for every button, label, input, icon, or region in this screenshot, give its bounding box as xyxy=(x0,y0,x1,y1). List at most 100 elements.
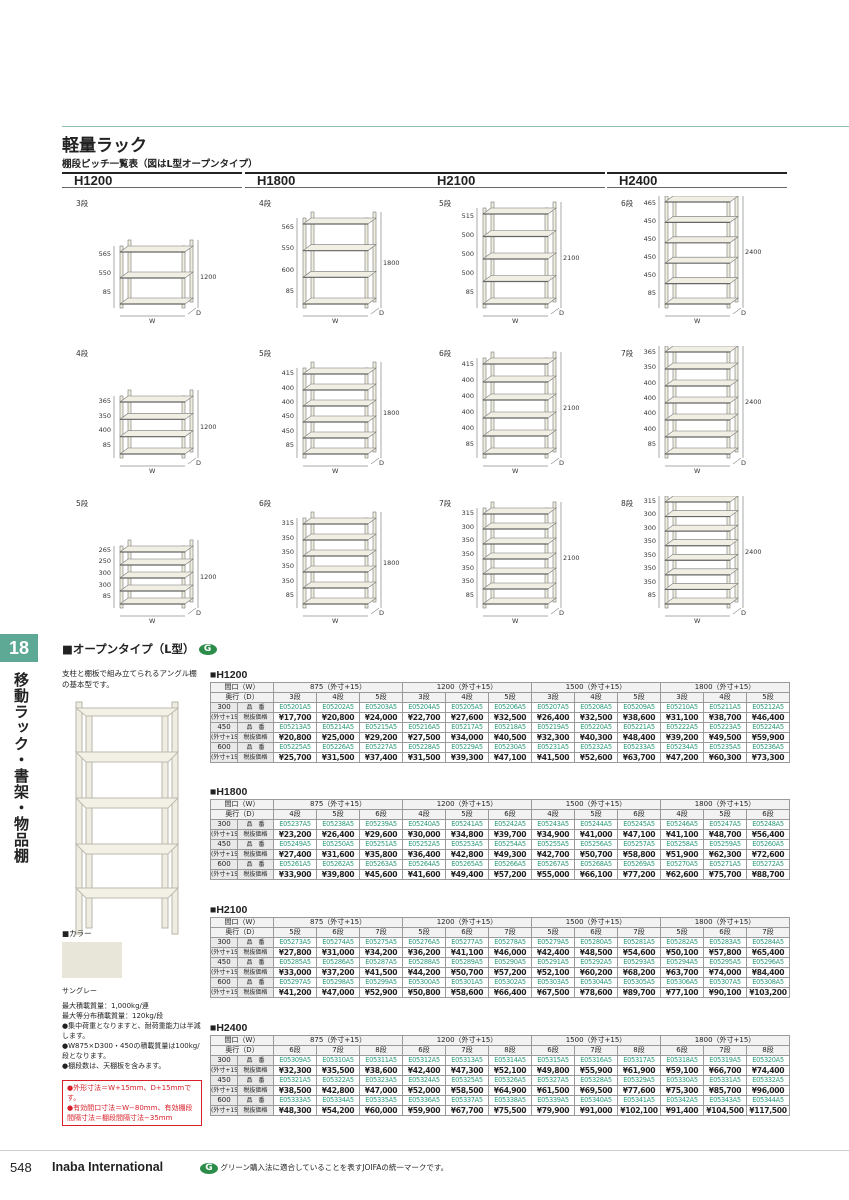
color-label: ■カラー xyxy=(62,929,92,938)
shelf xyxy=(119,447,194,455)
price-row: (外寸+15)税抜価格¥17,700¥20,800¥24,000¥22,700¥… xyxy=(210,712,791,723)
pitch-value: 400 xyxy=(281,383,294,392)
price-value: ¥52,100 xyxy=(488,1065,533,1076)
product-code: E05322A5 xyxy=(316,1075,361,1086)
dim-line xyxy=(187,607,197,615)
post xyxy=(544,357,549,459)
product-code: E05334A5 xyxy=(316,1095,361,1106)
post xyxy=(552,351,557,453)
tier-cell: 7段 xyxy=(746,927,791,938)
price-value: ¥60,000 xyxy=(359,1105,404,1116)
product-code: E05302A5 xyxy=(488,977,533,988)
shelf xyxy=(302,533,377,541)
pitch-value: 450 xyxy=(643,217,656,225)
product-code: E05264A5 xyxy=(402,859,447,870)
tier-cell: 5段 xyxy=(531,927,576,938)
dim-line xyxy=(550,457,560,465)
product-code: E05344A5 xyxy=(746,1095,791,1106)
product-code: E05297A5 xyxy=(273,977,318,988)
price-value: ¥59,100 xyxy=(660,1065,705,1076)
post xyxy=(664,196,669,309)
price-value: ¥27,600 xyxy=(445,712,490,723)
shelf xyxy=(302,399,377,407)
shelf xyxy=(119,597,194,605)
pitch-value: 365 xyxy=(643,347,656,356)
product-code: E05296A5 xyxy=(746,957,791,968)
price-value: ¥33,000 xyxy=(273,967,318,978)
shelf xyxy=(482,252,557,260)
code-label: 品 番 xyxy=(236,702,275,713)
price-value: ¥48,400 xyxy=(617,732,662,743)
tier-count: 5段 xyxy=(259,349,272,358)
product-code: E05315A5 xyxy=(531,1055,576,1066)
pitch-value: 350 xyxy=(281,576,294,585)
ext-label: (外寸+15) xyxy=(210,1105,238,1116)
spec-list: 最大積載質量：1,000kg/連 最大等分布積載質量：120kg/段 ●集中荷重… xyxy=(62,1001,202,1071)
price-value: ¥88,700 xyxy=(746,869,791,880)
width-label: W xyxy=(332,617,339,625)
price-value: ¥57,200 xyxy=(488,869,533,880)
price-value: ¥64,900 xyxy=(488,1085,533,1096)
product-code: E05254A5 xyxy=(488,839,533,850)
shelf xyxy=(664,256,739,264)
product-code: E05251A5 xyxy=(359,839,404,850)
tier-count: 3段 xyxy=(76,199,89,208)
price-value: ¥36,400 xyxy=(402,849,447,860)
product-code: E05339A5 xyxy=(531,1095,576,1106)
product-code: E05317A5 xyxy=(617,1055,662,1066)
width-cell: 1200（外寸+15） xyxy=(402,1035,533,1046)
code-label: 品 番 xyxy=(236,957,275,968)
height-header-2100: H2100 xyxy=(425,172,605,188)
tier-count: 7段 xyxy=(439,499,452,508)
price-table: 間口（W）875（外寸+15）1200（外寸+15）1500（外寸+15）180… xyxy=(209,799,791,880)
price-value: ¥39,800 xyxy=(316,869,361,880)
shelf xyxy=(302,517,377,525)
pitch-value: 600 xyxy=(281,265,294,274)
shelf xyxy=(482,447,557,455)
rack-drawing xyxy=(296,211,382,317)
product-code: E05329A5 xyxy=(617,1075,662,1086)
ext-label: (外寸+15) xyxy=(210,829,238,840)
price-value: ¥47,100 xyxy=(488,752,533,763)
post xyxy=(734,346,739,453)
width-row: 間口（W）875（外寸+15）1200（外寸+15）1500（外寸+15）180… xyxy=(209,799,791,810)
code-label: 品 番 xyxy=(236,742,275,753)
post xyxy=(364,217,369,309)
pitch-value: 85 xyxy=(102,288,111,297)
pitch-value: 400 xyxy=(461,424,474,432)
product-code: E05244A5 xyxy=(574,819,619,830)
post xyxy=(364,367,369,459)
price-value: ¥50,100 xyxy=(660,947,705,958)
price-value: ¥47,300 xyxy=(445,1065,490,1076)
pitch-value: 350 xyxy=(643,577,656,586)
product-code: E05287A5 xyxy=(359,957,404,968)
pitch-value: 565 xyxy=(98,249,111,258)
price-value: ¥75,300 xyxy=(660,1085,705,1096)
product-code: E05331A5 xyxy=(703,1075,748,1086)
dim-line xyxy=(550,307,560,315)
tier-cell: 4段 xyxy=(703,692,748,703)
product-code: E05340A5 xyxy=(574,1095,619,1106)
intro-text: 支柱と棚板で組み立てられるアングル棚の基本型です。 xyxy=(62,669,197,689)
price-value: ¥58,600 xyxy=(445,987,490,998)
pitch-value: 300 xyxy=(461,522,474,531)
price-table: 間口（W）875（外寸+15）1200（外寸+15）1500（外寸+15）180… xyxy=(209,682,791,763)
post xyxy=(672,196,677,303)
product-code: E05300A5 xyxy=(402,977,447,988)
post xyxy=(189,389,194,453)
post xyxy=(482,357,487,459)
price-value: ¥17,700 xyxy=(273,712,318,723)
post xyxy=(189,539,194,603)
product-code: E05243A5 xyxy=(531,819,576,830)
depth-header: 奥行（D） xyxy=(209,809,275,820)
pitch-value: 400 xyxy=(643,409,656,418)
price-value: ¥72,600 xyxy=(746,849,791,860)
pitch-value: 315 xyxy=(643,496,656,505)
price-value: ¥42,700 xyxy=(531,849,576,860)
shelf xyxy=(119,584,194,592)
shelf xyxy=(482,567,557,575)
price-label: 税抜価格 xyxy=(236,947,275,958)
pitch-value: 85 xyxy=(465,288,474,297)
